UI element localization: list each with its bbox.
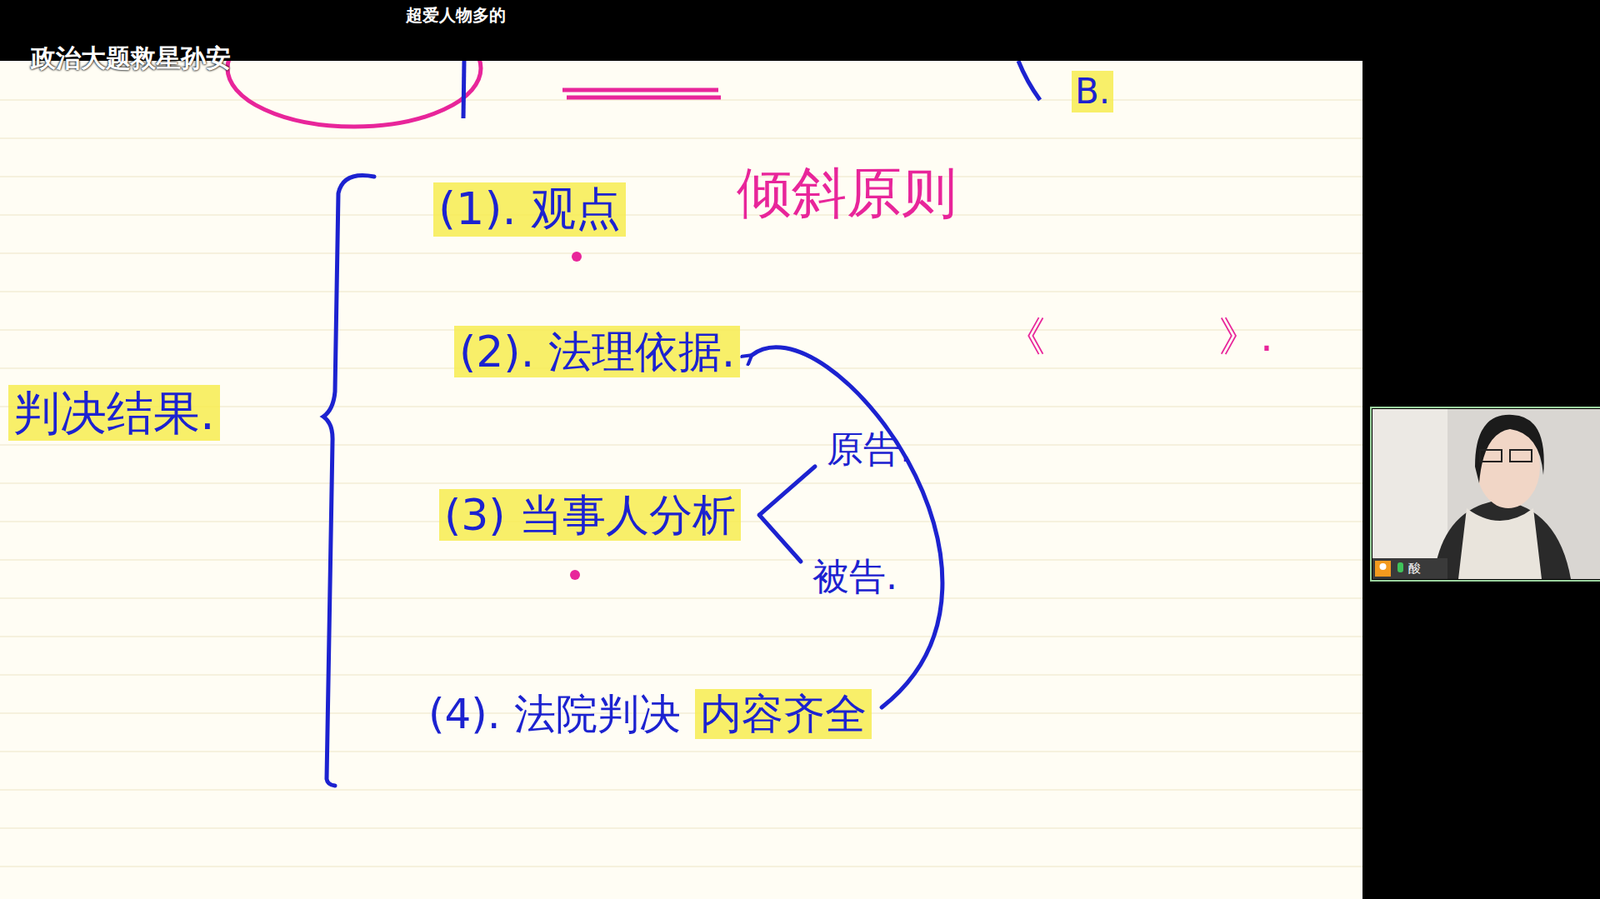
item-text: (3) 当事人分析 [439,489,741,541]
item-text: (4). 法院判决 [428,689,681,740]
webcam-tag [1372,558,1448,580]
emphasis-dot [570,570,580,580]
item-text: 判决结果. [8,385,220,441]
paper [0,0,1363,899]
webcam-shirt [1458,508,1542,580]
webcam-frame [1370,407,1600,581]
note-item: (2). 法理依据. [454,325,740,378]
branch-line [759,466,815,515]
mic-icon [1397,562,1404,573]
book-mark: 》. [1218,311,1274,362]
user-icon [1380,563,1387,570]
item-text: 被告. [812,555,898,600]
webcam-glasses [1510,450,1532,462]
user-icon [1375,560,1391,577]
note-item: 被告. [812,555,898,600]
webcam-person [1433,500,1571,580]
note-item: (3) 当事人分析 [439,489,741,541]
webcam [1372,409,1600,580]
handwritten-note: 倾斜原则 [736,160,957,226]
pen-stroke [1018,60,1040,100]
note-item: (1). 观点 [433,182,626,237]
item-text: (2). 法理依据. [454,325,740,378]
watermark: 政治大题救星孙安 [30,43,231,74]
note-item: 判决结果. [8,385,220,441]
underline [562,90,721,98]
note-item: (4). 法院判决内容齐全 [428,689,872,740]
ruled-lines [0,100,1363,867]
curved-arrow [751,347,943,708]
webcam-glasses [1480,450,1502,462]
pen-stroke [463,60,465,119]
option-letter: B. [1071,70,1114,113]
book-mark: 《 [1004,311,1046,362]
emphasis-dot [571,251,582,262]
webcam-hair [1475,415,1545,484]
brace [323,175,375,786]
item-text: 内容齐全 [695,689,872,740]
video-title: 超爱人物多的 [405,5,506,25]
webcam-wall [1372,409,1448,580]
user-name: 酸 [1408,560,1421,576]
item-text: (1). 观点 [433,182,626,237]
item-text: 原告. [826,427,912,472]
branch-line [759,515,801,562]
note-item: 原告. [826,427,912,472]
title-bar [0,0,1600,61]
